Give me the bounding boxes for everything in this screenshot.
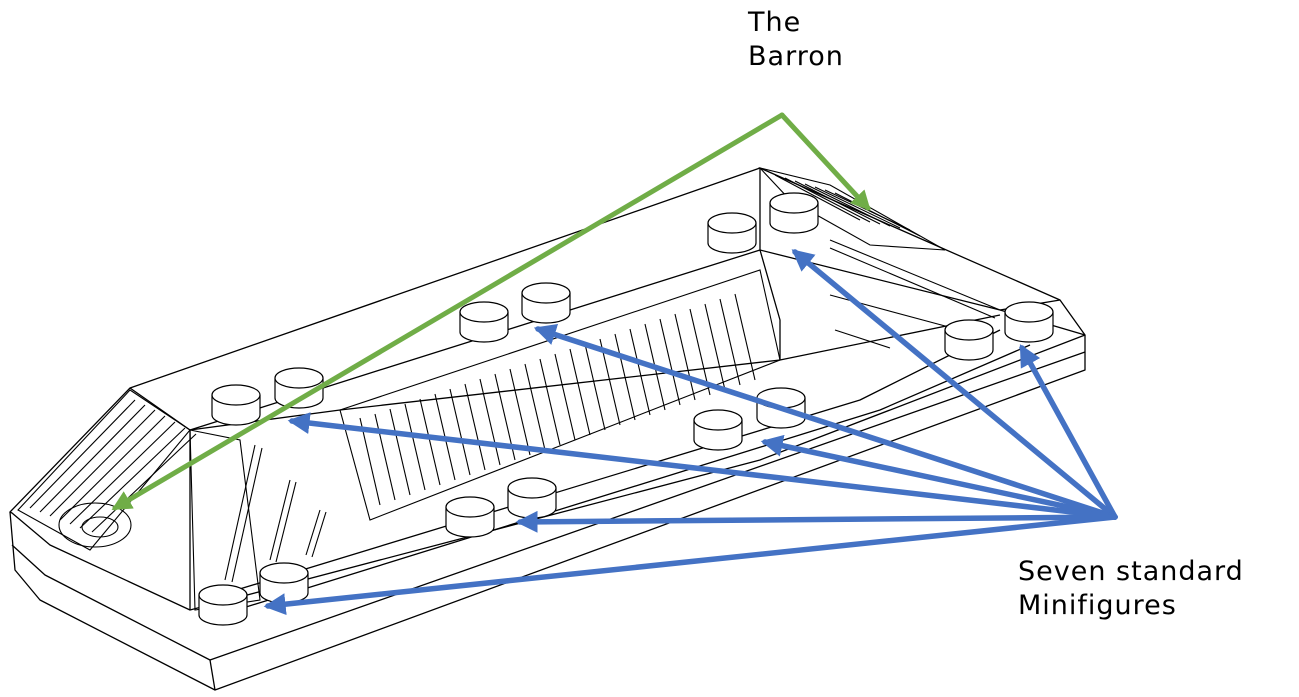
stud: [521, 282, 571, 324]
minifigure-arrow: [287, 412, 1118, 520]
barron-label-line-1: The: [748, 7, 802, 38]
stud: [507, 477, 557, 519]
minifigure-arrow: [791, 249, 1118, 520]
stud: [944, 319, 994, 361]
stud: [1004, 301, 1054, 343]
stud: [769, 192, 819, 234]
studs: [198, 192, 1054, 626]
barron-arrow-right: [779, 112, 871, 211]
stud: [707, 212, 757, 254]
barron-label-line-2: Barron: [748, 41, 844, 72]
minifigures-label-line-1: Seven standard: [1018, 556, 1244, 587]
model-body: [9, 167, 1086, 691]
minifigure-arrow: [263, 514, 1118, 616]
minifigures-label: Seven standard Minifigures: [1018, 555, 1244, 623]
stud: [274, 367, 324, 409]
minifigure-arrow: [1019, 344, 1118, 520]
minifigure-arrow: [760, 434, 1118, 520]
left-panel: [189, 429, 327, 611]
stud: [211, 384, 261, 426]
stud: [259, 562, 309, 604]
stud: [459, 301, 509, 343]
barron-arrows: [111, 112, 871, 511]
minifigure-arrow: [515, 510, 1118, 533]
stud: [445, 496, 495, 538]
stud: [198, 584, 248, 626]
barron-arrow-left: [111, 112, 785, 511]
model-front-skirt: [9, 335, 1086, 691]
minifigures-label-line-2: Minifigures: [1018, 590, 1177, 621]
central-grill: [339, 269, 781, 521]
barron-label: The Barron: [748, 6, 844, 74]
minifigure-arrow: [533, 323, 1118, 520]
stud: [693, 409, 743, 451]
minifigure-arrows: [263, 249, 1118, 616]
